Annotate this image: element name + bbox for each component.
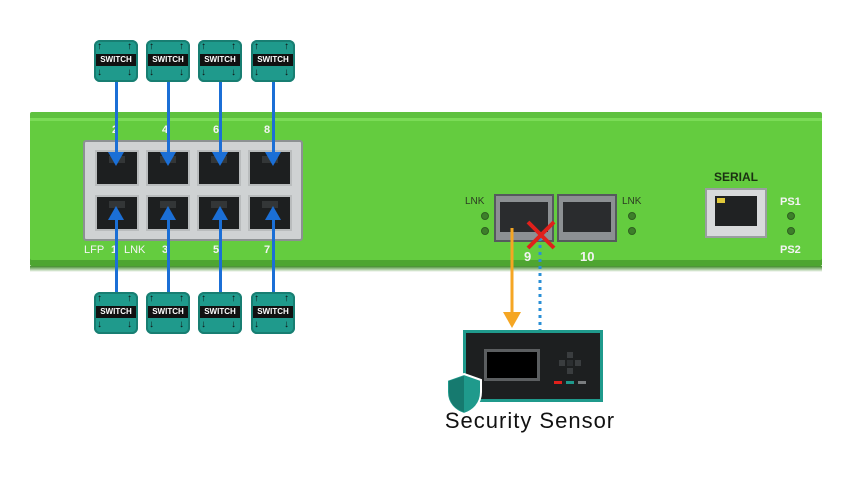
status-light-red	[554, 381, 562, 384]
cable-top-4	[272, 82, 275, 162]
switch-label: SWITCH	[96, 306, 136, 318]
security-sensor-title: Security Sensor	[444, 408, 616, 433]
arrow-up	[160, 206, 176, 220]
blocked-x	[526, 220, 556, 250]
cable-bottom-1	[115, 210, 118, 292]
switch-icon: ↑ ↑ SWITCH ↓ ↓	[146, 292, 190, 334]
rj45-port[interactable]	[146, 150, 190, 186]
arrow-up	[212, 206, 228, 220]
ps1-label: PS1	[780, 196, 801, 208]
cable-top-2	[167, 82, 170, 162]
port-number-8: 8	[264, 124, 271, 136]
cable-top-1	[115, 82, 118, 162]
switch-icon: ↑ ↑ SWITCH ↓ ↓	[251, 292, 295, 334]
switch-label: SWITCH	[200, 54, 240, 66]
shield-icon	[444, 372, 484, 416]
sfp-slot	[563, 202, 611, 232]
ps1-led	[787, 212, 795, 220]
switch-icon: ↑ ↑ SWITCH ↓ ↓	[251, 40, 295, 82]
port-number-6: 6	[213, 124, 220, 136]
arrow-up	[265, 206, 281, 220]
security-sensor-device	[463, 330, 603, 402]
port-number-10: 10	[580, 249, 595, 264]
status-led	[628, 227, 636, 235]
chassis-shadow	[30, 266, 822, 272]
switch-icon: ↑ ↑ SWITCH ↓ ↓	[198, 40, 242, 82]
ps2-led	[787, 227, 795, 235]
dpad-icon	[558, 351, 582, 375]
sfp-lnk-label-left: LNK	[465, 196, 485, 207]
switch-label: SWITCH	[96, 54, 136, 66]
port-number-7: 7	[264, 244, 271, 256]
mirror-arrow	[503, 312, 521, 328]
arrow-down	[108, 152, 124, 166]
status-led	[628, 212, 636, 220]
port-number-3: 3	[162, 244, 169, 256]
status-led	[481, 212, 489, 220]
sensor-screen	[484, 349, 540, 381]
arrow-up	[108, 206, 124, 220]
ps2-label: PS2	[780, 244, 801, 256]
status-light-teal	[566, 381, 574, 384]
switch-label: SWITCH	[253, 306, 293, 318]
arrow-down	[160, 152, 176, 166]
serial-indicator	[717, 198, 725, 203]
switch-label: SWITCH	[253, 54, 293, 66]
sfp-slot	[500, 202, 548, 232]
switch-icon: ↑ ↑ SWITCH ↓ ↓	[146, 40, 190, 82]
sfp-port-9[interactable]	[494, 194, 554, 242]
status-light-grey	[578, 381, 586, 384]
lnk-label: LNK	[124, 244, 146, 256]
switch-label: SWITCH	[200, 306, 240, 318]
sfp-lnk-label-right: LNK	[622, 196, 642, 207]
port-number-4: 4	[162, 124, 169, 136]
switch-icon: ↑ ↑ SWITCH ↓ ↓	[198, 292, 242, 334]
cable-bottom-3	[219, 210, 222, 292]
status-led	[481, 227, 489, 235]
arrow-down	[265, 152, 281, 166]
lfp-label: LFP	[84, 244, 105, 256]
port-number-1: 1	[111, 244, 117, 256]
cable-bottom-4	[272, 210, 275, 292]
switch-icon: ↑ ↑ SWITCH ↓ ↓	[94, 292, 138, 334]
port-number-5: 5	[213, 244, 220, 256]
port-number-9: 9	[524, 249, 532, 264]
serial-label: SERIAL	[714, 170, 759, 184]
switch-label: SWITCH	[148, 54, 188, 66]
chassis-top-edge	[30, 112, 822, 122]
cable-bottom-2	[167, 210, 170, 292]
switch-icon: ↑ ↑ SWITCH ↓ ↓	[94, 40, 138, 82]
arrow-down	[212, 152, 228, 166]
serial-port[interactable]	[705, 188, 767, 238]
sfp-port-10[interactable]	[557, 194, 617, 242]
cable-top-3	[219, 82, 222, 162]
switch-label: SWITCH	[148, 306, 188, 318]
